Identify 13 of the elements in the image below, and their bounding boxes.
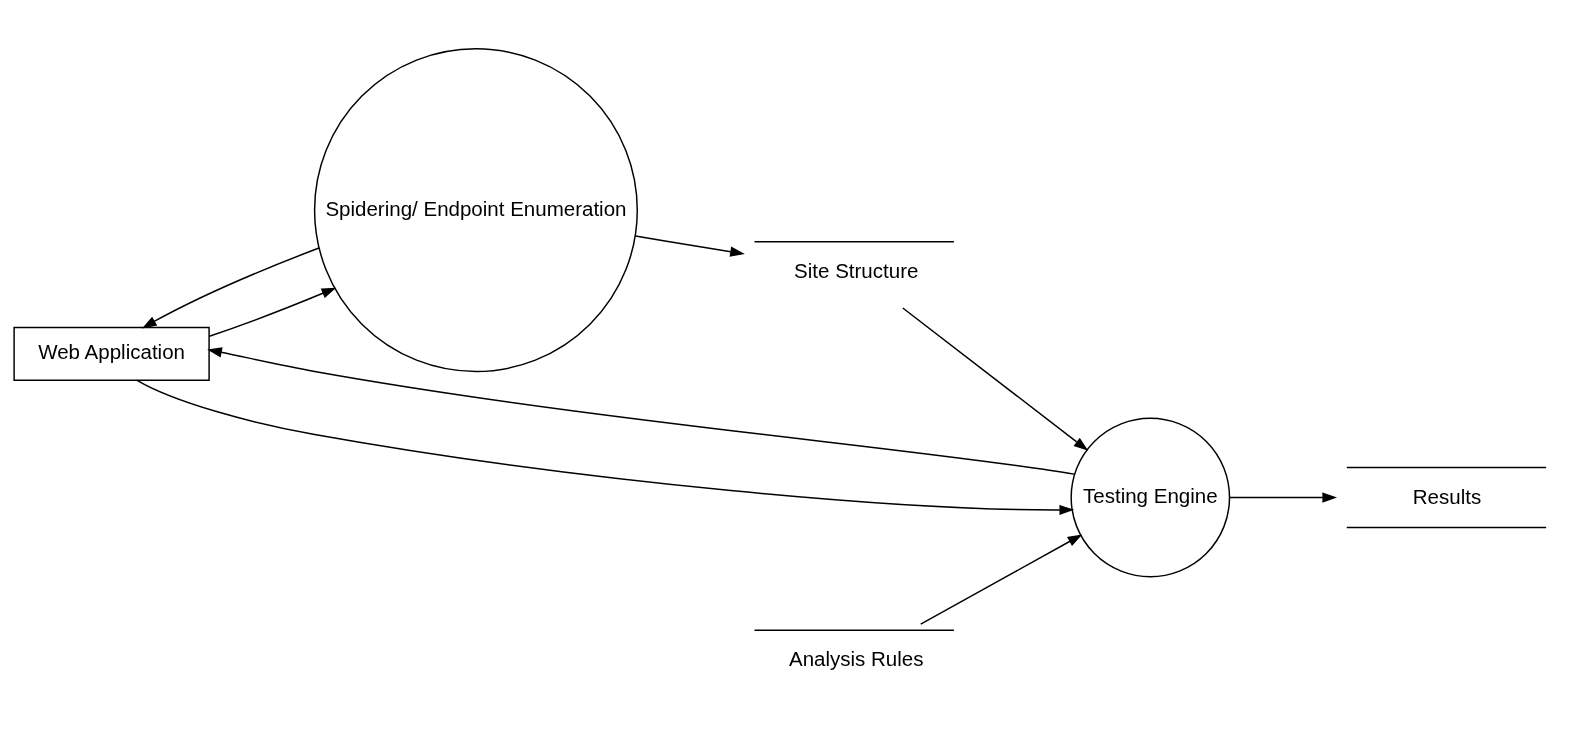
arrow (902, 306, 1089, 451)
node-circle: Spidering/ Endpoint Enumeration (313, 47, 638, 372)
arrow (920, 533, 1083, 625)
node-text: Results (1412, 484, 1482, 508)
arrow (1228, 491, 1338, 503)
arrow (634, 234, 745, 257)
arrow (136, 379, 1075, 515)
node-text: Analysis Rules (788, 646, 924, 670)
arrow (207, 346, 1075, 475)
arrow (208, 287, 337, 337)
node-text: Site Structure (794, 258, 919, 282)
node-box: Web Application (13, 326, 210, 381)
arrow (141, 246, 320, 328)
